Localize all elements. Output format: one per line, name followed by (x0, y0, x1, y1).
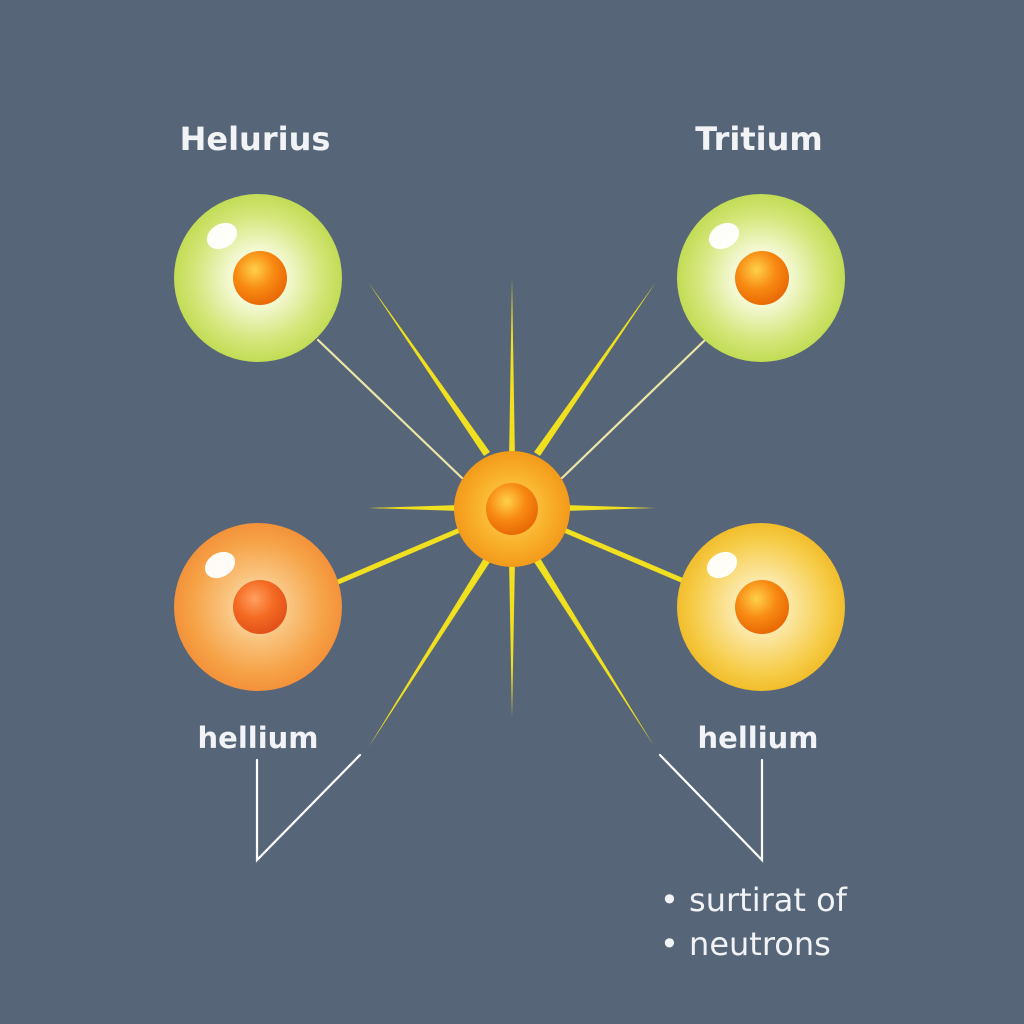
leader-line-right (658, 753, 764, 863)
nucleus-top-left (233, 251, 287, 305)
ray-down-right (534, 558, 654, 746)
note-line-2: • neutrons (660, 925, 831, 963)
ray-left (368, 505, 460, 511)
nucleus-top-right (735, 251, 789, 305)
ray-down-left (368, 558, 490, 748)
highlight-bottom-right (706, 551, 738, 579)
note-line-1: • surtirat of (660, 881, 848, 919)
connector-lines (316, 338, 707, 480)
side-connectors (335, 527, 689, 585)
highlight-top-left (206, 222, 238, 250)
nucleus-bottom-right (735, 580, 789, 634)
highlight-top-right (708, 222, 740, 250)
ray-up-left (368, 282, 490, 456)
energy-rays (368, 278, 656, 748)
nucleus-center (486, 483, 538, 535)
connector-top-right (560, 338, 707, 480)
nucleus-bottom-left (233, 580, 287, 634)
connector-bottom-right (561, 527, 689, 585)
ray-down (509, 560, 515, 718)
atom-top-left (174, 194, 342, 362)
highlight-bottom-left (204, 551, 236, 579)
atom-bottom-right (677, 523, 845, 691)
leader-line-left (255, 753, 362, 863)
label-top-right: Tritium (695, 120, 822, 158)
label-top-left: Helurius (180, 120, 331, 158)
connector-top-left (316, 338, 464, 480)
connector-bottom-left (335, 527, 463, 585)
atom-bottom-left (174, 523, 342, 691)
label-bottom-left: hellium (198, 721, 319, 755)
ray-right (564, 505, 656, 511)
atom-top-right (677, 194, 845, 362)
leader-lines (255, 753, 764, 863)
atom-center (454, 451, 570, 567)
ray-up-right (534, 282, 656, 456)
ray-up (509, 278, 515, 460)
label-bottom-right: hellium (698, 721, 819, 755)
